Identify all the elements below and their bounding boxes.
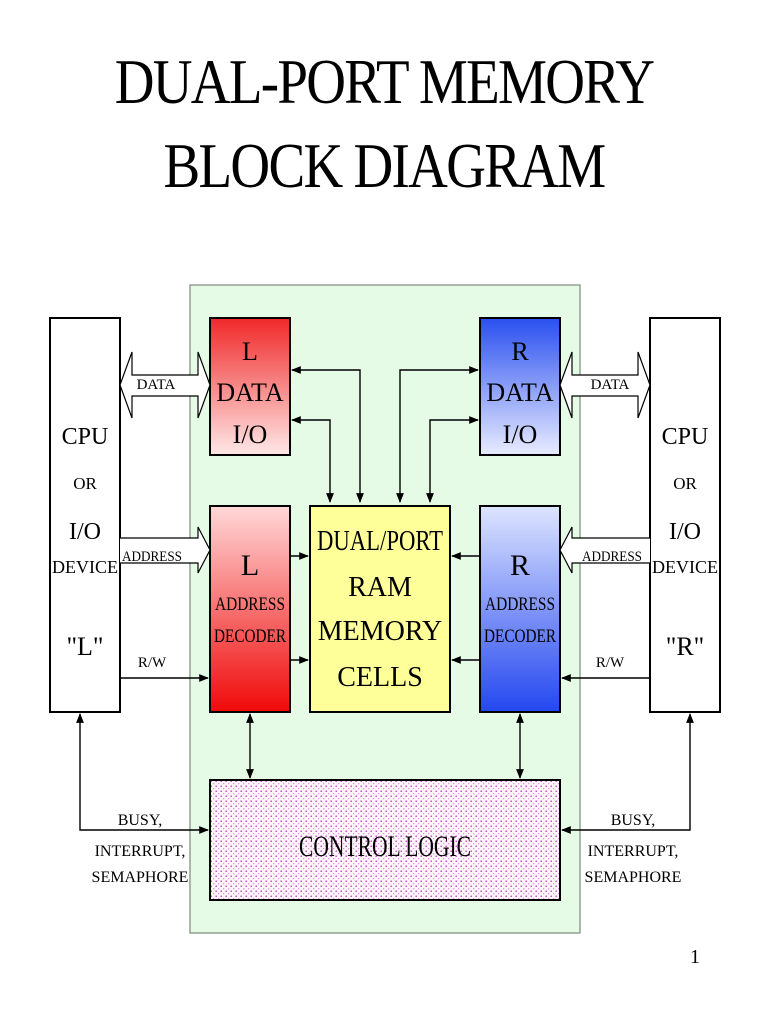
l-data-io-l: L — [242, 337, 258, 366]
right-rw-label: R/W — [596, 655, 625, 671]
left-semaphore-label: SEMAPHORE — [92, 869, 189, 886]
decoder-to-control-lines — [246, 713, 524, 779]
left-device-label: "L" — [66, 632, 103, 661]
r-address-decoder-decoder: DECODER — [484, 626, 556, 647]
r-data-io-block: R DATA I/O — [479, 317, 561, 456]
left-data-label: DATA — [137, 377, 176, 393]
l-data-to-memory-lines — [291, 366, 364, 503]
right-device-device: DEVICE — [652, 557, 718, 577]
right-busy-line — [561, 713, 694, 834]
r-address-decoder-r: R — [510, 549, 530, 582]
right-device: CPU OR I/O DEVICE "R" — [649, 317, 721, 713]
left-busy-line — [76, 713, 209, 834]
left-device: CPU OR I/O DEVICE "L" — [49, 317, 121, 713]
r-data-io-data: DATA — [486, 378, 553, 407]
memory-cells-ram: RAM — [348, 572, 412, 603]
control-logic-label: CONTROL LOGIC — [299, 830, 471, 863]
left-address-label: ADDRESS — [122, 549, 182, 565]
memory-cells-memory: MEMORY — [318, 616, 442, 647]
page-number: 1 — [690, 946, 700, 968]
r-data-to-memory-lines — [396, 366, 479, 503]
r-data-io-r: R — [511, 337, 529, 366]
left-rw-label: R/W — [138, 655, 167, 671]
title-line-2: BLOCK DIAGRAM — [163, 130, 607, 202]
left-device-device: DEVICE — [52, 557, 118, 577]
right-semaphore-label: SEMAPHORE — [585, 869, 682, 886]
l-data-io-data: DATA — [216, 378, 283, 407]
left-device-cpu: CPU — [62, 424, 109, 450]
left-device-or: OR — [73, 474, 97, 493]
right-device-io: I/O — [669, 519, 701, 545]
title-line-1: DUAL-PORT MEMORY — [114, 46, 655, 117]
control-logic-block: CONTROL LOGIC — [209, 779, 561, 901]
l-address-decoder-decoder: DECODER — [214, 626, 286, 647]
right-device-cpu: CPU — [662, 424, 709, 450]
l-address-decoder-block: L ADDRESS DECODER — [209, 505, 291, 713]
l-data-io-io: I/O — [233, 420, 268, 449]
right-device-or: OR — [673, 474, 697, 493]
r-address-decoder-address: ADDRESS — [485, 594, 555, 615]
memory-cells-block: DUAL/PORT RAM MEMORY CELLS — [309, 505, 451, 713]
memory-cells-cells: CELLS — [337, 662, 423, 693]
right-data-bus-arrow — [559, 351, 651, 419]
l-address-decoder-l: L — [241, 549, 259, 582]
decoder-to-memory-arrows — [290, 552, 480, 664]
left-address-bus-arrow — [120, 526, 211, 574]
r-address-decoder-block: R ADDRESS DECODER — [479, 505, 561, 713]
r-data-io-io: I/O — [503, 420, 538, 449]
l-data-io-block: L DATA I/O — [209, 317, 291, 456]
right-interrupt-label: INTERRUPT, — [588, 843, 679, 860]
memory-cells-dualport: DUAL/PORT — [317, 526, 443, 557]
left-busy-label: BUSY, — [118, 812, 163, 829]
left-data-bus-arrow — [119, 351, 211, 419]
right-data-label: DATA — [591, 377, 630, 393]
left-interrupt-label: INTERRUPT, — [95, 843, 186, 860]
right-busy-label: BUSY, — [611, 812, 656, 829]
l-address-decoder-address: ADDRESS — [215, 594, 285, 615]
right-address-label: ADDRESS — [582, 549, 642, 565]
right-device-label: "R" — [666, 632, 705, 661]
right-address-bus-arrow — [559, 526, 650, 574]
left-device-io: I/O — [69, 519, 101, 545]
page-title: DUAL-PORT MEMORY BLOCK DIAGRAM — [54, 40, 714, 209]
